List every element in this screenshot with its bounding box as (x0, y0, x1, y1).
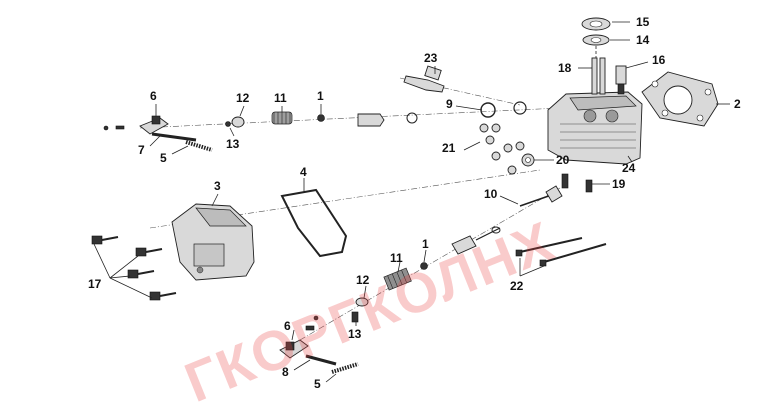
label-4: 4 (300, 165, 307, 179)
label-7: 7 (138, 143, 145, 157)
label-1a: 1 (317, 89, 324, 103)
label-9: 9 (446, 97, 453, 111)
label-11b: 11 (390, 251, 403, 265)
label-22: 22 (510, 279, 524, 293)
label-6b: 6 (284, 319, 291, 333)
label-13a: 13 (226, 137, 240, 151)
label-13b: 13 (348, 327, 362, 341)
cylinder-head (547, 91, 643, 165)
leader-lines (93, 21, 730, 383)
cylinder-head-gasket (641, 71, 719, 127)
assembly-axes (139, 77, 561, 341)
long-studs (515, 237, 607, 267)
label-5a: 5 (160, 151, 167, 165)
label-21: 21 (442, 141, 456, 155)
lower-valve-train (279, 185, 563, 374)
label-8: 8 (282, 365, 289, 379)
nut (507, 153, 535, 175)
label-1b: 1 (422, 237, 429, 251)
label-20: 20 (556, 153, 570, 167)
label-14: 14 (636, 33, 650, 47)
label-12a: 12 (236, 91, 250, 105)
label-6a: 6 (150, 89, 157, 103)
label-24: 24 (622, 161, 636, 175)
label-18: 18 (558, 61, 572, 75)
dowel-pins (561, 173, 593, 193)
label-3: 3 (214, 179, 221, 193)
spark-plug (403, 65, 445, 93)
intake-pipe (581, 17, 611, 94)
label-17: 17 (88, 277, 102, 291)
label-10: 10 (484, 187, 498, 201)
stud-bolt (591, 57, 606, 95)
label-12b: 12 (356, 273, 370, 287)
seal-ring (406, 101, 527, 124)
cover-bolts (91, 235, 177, 301)
label-11a: 11 (274, 91, 287, 105)
part-number-labels: 15 14 18 16 2 24 23 9 21 20 19 10 6 7 5 … (88, 15, 741, 391)
valve-guides (479, 123, 525, 161)
cylinder-head-cover (171, 203, 255, 281)
label-23: 23 (424, 51, 438, 65)
label-19: 19 (612, 177, 626, 191)
label-2: 2 (734, 97, 741, 111)
upper-valve-train (103, 111, 385, 152)
temperature-sensor (615, 65, 627, 95)
label-5b: 5 (314, 377, 321, 391)
label-15: 15 (636, 15, 650, 29)
cover-gasket (280, 188, 348, 258)
label-16: 16 (652, 53, 666, 67)
